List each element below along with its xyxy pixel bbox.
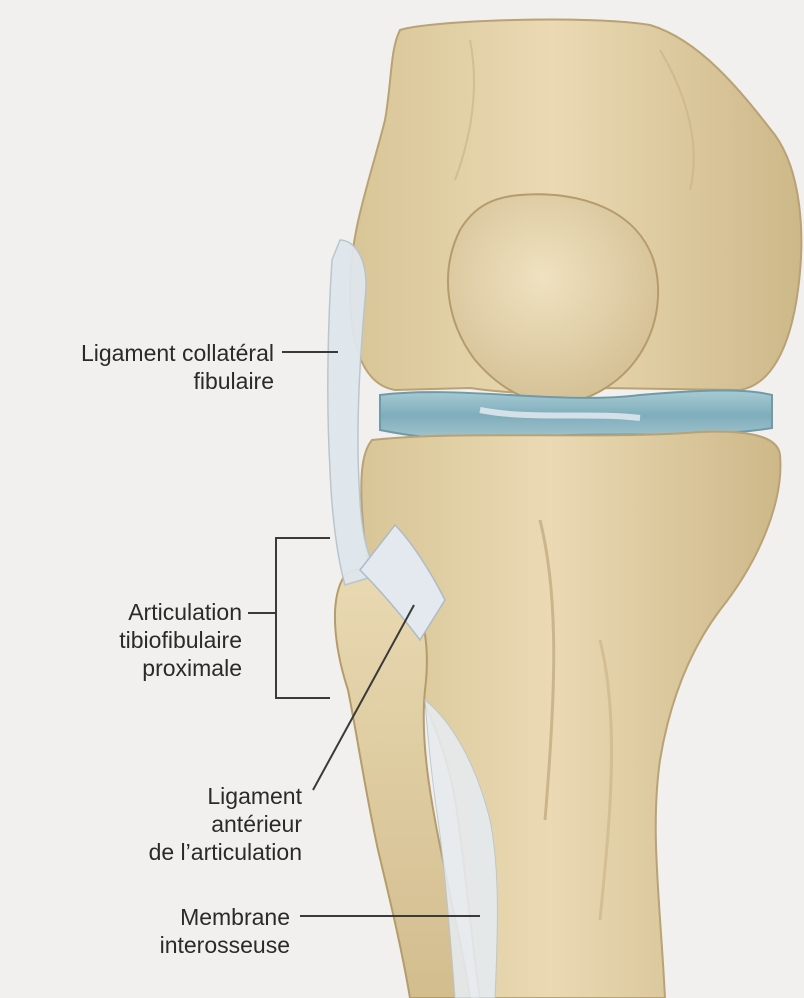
label-line-3: de l’articulation (149, 838, 302, 866)
label-line-2: fibulaire (81, 367, 274, 395)
label-line-2: antérieur (149, 810, 302, 838)
label-tibiofibular-joint: Articulation tibiofibulaire proximale (119, 598, 242, 682)
label-interosseous-membrane: Membrane interosseuse (160, 903, 290, 959)
label-line-1: Membrane (160, 903, 290, 931)
label-line-3: proximale (119, 654, 242, 682)
label-line-2: interosseuse (160, 931, 290, 959)
label-anterior-ligament: Ligament antérieur de l’articulation (149, 782, 302, 866)
label-line-1: Articulation (119, 598, 242, 626)
label-fibular-collateral-ligament: Ligament collatéral fibulaire (81, 339, 274, 395)
label-line-1: Ligament (149, 782, 302, 810)
bracket-tibiofibular-joint (276, 538, 330, 698)
label-line-2: tibiofibulaire (119, 626, 242, 654)
label-line-1: Ligament collatéral (81, 339, 274, 367)
